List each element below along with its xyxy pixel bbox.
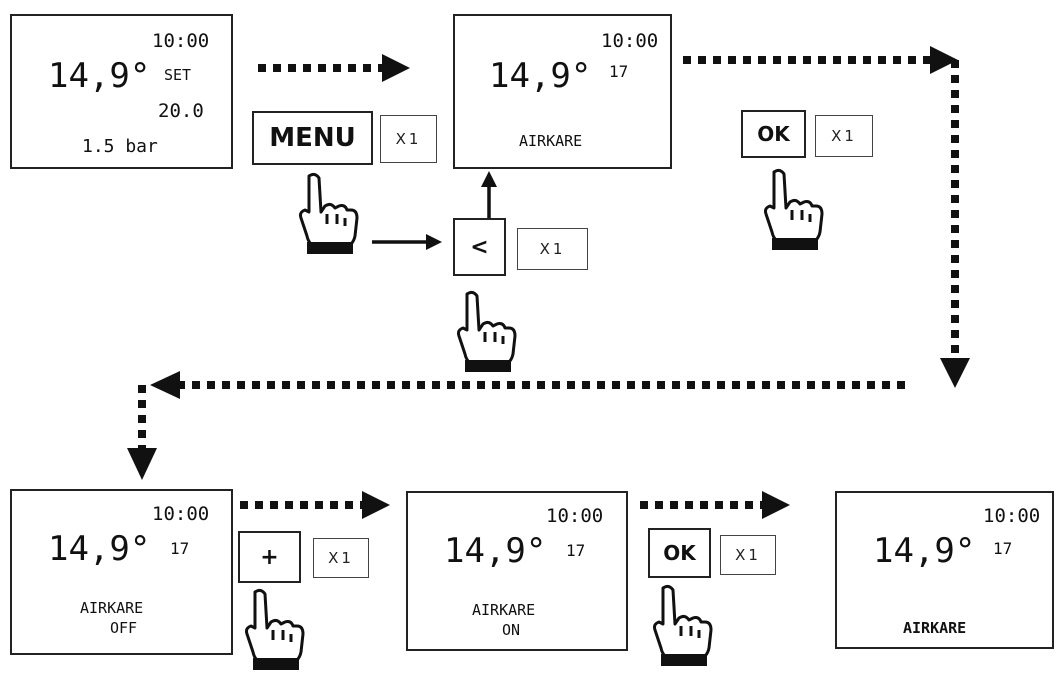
airkare-label: AIRKARE (80, 599, 144, 617)
pointing-hand-icon (457, 290, 517, 372)
press-count-box: X1 (313, 538, 369, 578)
temperature-reading: 14,9° (489, 56, 592, 96)
pointing-hand-icon (653, 584, 713, 666)
display-screen-3: 10:00 14,9° 17 AIRKARE OFF (10, 489, 233, 655)
setpoint-value: 20.0 (158, 100, 204, 122)
airkare-label: AIRKARE (519, 132, 583, 150)
pointing-hand-icon (764, 168, 824, 250)
temperature-reading: 14,9° (444, 531, 547, 571)
arrow-down-icon (940, 358, 970, 388)
display-screen-1: 10:00 14,9° SET 20.0 1.5 bar (10, 14, 233, 169)
clock-time: 10:00 (152, 30, 210, 52)
superscript-value: 17 (170, 539, 190, 558)
press-count-box: X1 (815, 115, 873, 157)
temperature-reading: 14,9° (48, 529, 151, 569)
clock-time: 10:00 (601, 30, 659, 52)
display-screen-2: 10:00 14,9° 17 AIRKARE (453, 14, 672, 169)
temperature-reading: 14,9° (873, 531, 976, 571)
arrow-right-icon (930, 46, 958, 74)
plus-button: + (238, 531, 301, 583)
press-count-box: X1 (380, 115, 437, 163)
clock-time: 10:00 (152, 503, 210, 525)
arrow-right-icon (382, 54, 410, 82)
airkare-state: OFF (110, 619, 138, 637)
pointing-hand-icon (299, 172, 359, 254)
arrow-right-icon (362, 491, 390, 519)
superscript-value: 17 (609, 62, 629, 81)
arrow-right-icon (762, 491, 790, 519)
airkare-label: AIRKARE (472, 601, 536, 619)
press-count-box: X1 (517, 228, 588, 270)
superscript-value: 17 (993, 539, 1013, 558)
menu-button: MENU (252, 111, 373, 165)
airkare-label: AIRKARE (903, 619, 967, 637)
press-count-box: X1 (720, 535, 776, 575)
display-screen-5: 10:00 14,9° 17 AIRKARE (835, 491, 1054, 649)
ok-button: OK (741, 110, 806, 158)
set-label: SET (164, 66, 192, 84)
arrow-left-icon (150, 371, 180, 399)
clock-time: 10:00 (546, 505, 604, 527)
display-screen-4: 10:00 14,9° 17 AIRKARE ON (406, 491, 628, 651)
arrow-right-icon (426, 234, 442, 250)
pointing-hand-icon (245, 588, 305, 670)
clock-time: 10:00 (983, 505, 1041, 527)
pressure-reading: 1.5 bar (82, 136, 158, 157)
airkare-state: ON (502, 621, 521, 639)
superscript-value: 17 (566, 541, 586, 560)
arrow-down-icon (127, 448, 157, 480)
left-arrow-button: < (453, 218, 506, 276)
ok-button: OK (648, 528, 711, 578)
arrow-up-icon (481, 171, 497, 187)
temperature-reading: 14,9° (48, 56, 151, 96)
